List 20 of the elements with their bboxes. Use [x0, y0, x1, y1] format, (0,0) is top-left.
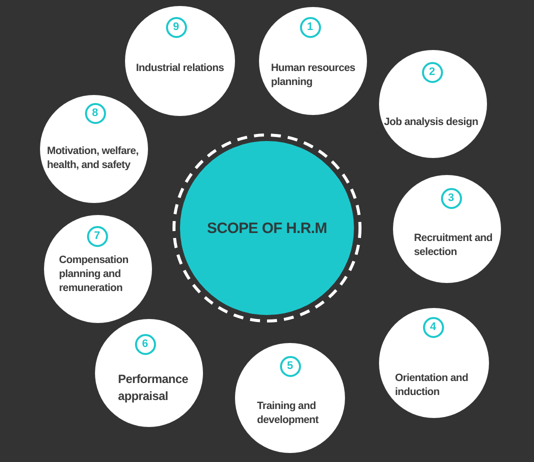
hub-title: SCOPE OF H.R.M: [207, 220, 327, 236]
step-number: 2: [422, 62, 442, 82]
step-number: 8: [84, 102, 106, 124]
step-number: 7: [86, 226, 108, 246]
step-number: 6: [134, 334, 156, 354]
step-number: 9: [166, 16, 186, 38]
topic-label: Compensation planning and remuneration: [59, 253, 130, 295]
topic-label: Job analysis design: [384, 115, 480, 129]
step-number: 3: [440, 188, 462, 208]
hub-circle: [171, 132, 363, 324]
topic-label: Training and development: [257, 399, 320, 427]
topic-label: Recruitment and selection: [414, 231, 494, 259]
topic-label: Orientation and induction: [395, 371, 470, 399]
topic-label: Performance appraisal: [118, 371, 190, 405]
topic-label: Motivation, welfare, health, and safety: [47, 144, 140, 172]
step-number: 5: [280, 356, 300, 376]
step-number: 4: [422, 316, 444, 338]
topic-label: Human resources planning: [271, 61, 356, 89]
step-number: 1: [300, 16, 320, 38]
topic-label: Industrial relations: [136, 61, 225, 75]
